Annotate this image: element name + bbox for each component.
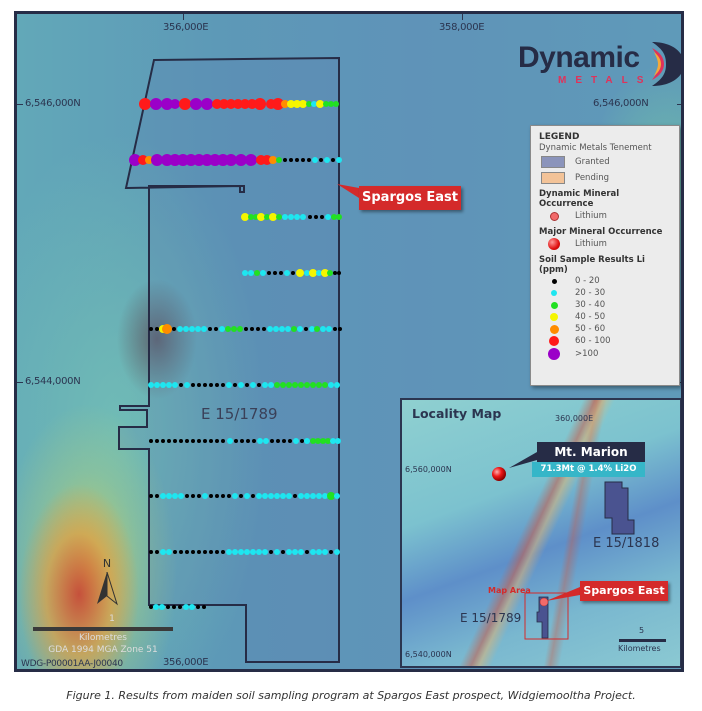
sample-line-8 [149, 492, 340, 500]
locality-easting: 360,000E [555, 414, 594, 423]
sample-line-6 [148, 382, 340, 388]
logo-subtitle: METALS [558, 75, 653, 86]
legend-soil-60-100: 60 - 100 [539, 335, 671, 347]
locality-title: Locality Map [412, 406, 502, 421]
logo-wordmark: Dynamic [518, 41, 640, 74]
granted-label: Granted [575, 157, 610, 167]
scale-bar [33, 627, 173, 631]
sample-line-7 [149, 438, 341, 444]
locality-scale-unit: Kilometres [618, 644, 661, 653]
soil-dot-0-20-icon [551, 278, 557, 284]
tick-bottom-356000e [183, 670, 184, 672]
tick-6544000n-left [17, 382, 23, 383]
legend-tenement-heading: Dynamic Metals Tenement [539, 143, 652, 153]
tick-6546000n-right [677, 104, 681, 105]
soil-dot-40-50-icon [550, 313, 558, 321]
legend-title: LEGEND [539, 132, 580, 142]
mt-marion-label: Mt. Marion [537, 442, 645, 462]
northing-label-left-6544000: 6,544,000N [25, 376, 81, 387]
sample-line-3 [241, 213, 342, 221]
legend-soil-50-60: 50 - 60 [539, 323, 671, 335]
legend-soil-30-40: 30 - 40 [539, 299, 671, 311]
legend-soil-100-plus: >100 [539, 347, 671, 360]
pending-label: Pending [575, 173, 609, 183]
easting-label-bottom: 356,000E [163, 657, 209, 668]
major-lithium-label: Lithium [575, 239, 607, 249]
tenement-outline [118, 56, 340, 663]
logo-d-icon [652, 42, 681, 86]
soil-label: >100 [575, 348, 599, 359]
north-arrow-icon [97, 572, 118, 606]
locality-northing-top: 6,560,000N [405, 465, 452, 474]
soil-dot-100-plus-icon [548, 347, 560, 360]
locality-scale-value: 5 [639, 626, 645, 635]
soil-dot-60-100-icon [549, 336, 559, 346]
soil-label: 60 - 100 [575, 336, 611, 346]
northing-label-right-6546000: 6,546,000N [593, 98, 649, 109]
soil-sample-points [129, 98, 342, 610]
soil-dot-50-60-icon [549, 324, 559, 334]
locality-spargos-callout: Spargos East [580, 581, 668, 601]
soil-label: 0 - 20 [575, 276, 600, 286]
locality-map-inset: Locality Map 360,000E 6,560,000N 6,540,0… [400, 398, 681, 668]
legend-pending: Pending [539, 171, 671, 185]
sample-line-2 [129, 154, 342, 166]
legend-major-lithium: Lithium [539, 237, 671, 251]
pending-swatch [541, 172, 565, 184]
main-map: 356,000E 358,000E 6,546,000N 6,544,000N … [14, 11, 684, 672]
legend-soil-20-30: 20 - 30 [539, 287, 671, 299]
legend-major-occurrence-heading: Major Mineral Occurrence [539, 227, 663, 237]
locality-features [492, 452, 666, 642]
soil-label: 30 - 40 [575, 300, 606, 310]
north-label: N [102, 557, 112, 570]
tenement-label-main: E 15/1789 [201, 405, 278, 423]
tick-358000e [462, 14, 463, 20]
tick-356000e [183, 14, 184, 20]
legend-dynamic-lithium: Lithium [539, 209, 671, 223]
easting-label-356000: 356,000E [163, 22, 209, 33]
mt-marion-resource: 71.3Mt @ 1.4% Li2O [532, 462, 645, 477]
figure-caption: Figure 1. Results from maiden soil sampl… [66, 689, 636, 702]
callout-pointer [337, 184, 359, 198]
legend-soil-40-50: 40 - 50 [539, 311, 671, 323]
northing-label-left-6546000: 6,546,000N [25, 98, 81, 109]
scale-unit: Kilometres [79, 633, 127, 643]
granted-swatch [541, 156, 565, 168]
sample-line-10 [149, 604, 206, 610]
soil-label: 20 - 30 [575, 288, 606, 298]
projection-label: GDA 1994 MGA Zone 51 [48, 645, 158, 655]
legend-granted: Granted [539, 155, 671, 169]
locality-northing-bottom: 6,540,000N [405, 650, 452, 659]
legend-soil-0-20: 0 - 20 [539, 275, 671, 287]
legend-dynamic-occurrence-heading: Dynamic Mineral Occurrence [539, 189, 620, 209]
map-area-label: Map Area [488, 586, 531, 595]
dynamic-lithium-label: Lithium [575, 211, 607, 221]
dynamic-lithium-icon [549, 211, 559, 221]
sample-line-5 [149, 324, 342, 334]
soil-label: 40 - 50 [575, 312, 606, 322]
soil-label: 50 - 60 [575, 324, 606, 334]
dynamic-metals-logo: Dynamic METALS [500, 27, 681, 89]
spargos-east-callout: Spargos East [359, 186, 461, 210]
sample-line-9 [149, 549, 340, 555]
map-legend: LEGEND Dynamic Metals Tenement Granted P… [530, 125, 680, 386]
soil-dot-20-30-icon [551, 290, 557, 296]
easting-label-358000: 358,000E [439, 22, 485, 33]
locality-tenement-main: E 15/1789 [460, 611, 522, 625]
sample-line-4 [242, 269, 341, 277]
map-id: WDG-P00001AA-J00040 [21, 659, 123, 669]
locality-tenement-east: E 15/1818 [593, 536, 660, 551]
scale-value: 1 [109, 614, 115, 624]
sample-line-1 [139, 98, 339, 110]
tick-6546000n-left [17, 104, 23, 105]
major-lithium-icon [548, 238, 560, 250]
soil-dot-30-40-icon [550, 301, 558, 309]
legend-soil-heading: Soil Sample Results Li (ppm) [539, 255, 645, 275]
